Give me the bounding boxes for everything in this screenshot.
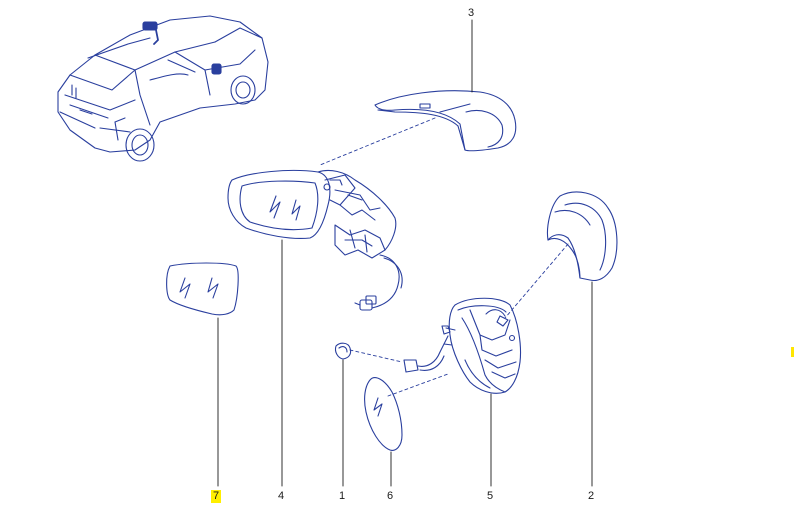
mirror-cover-right — [546, 191, 618, 282]
callout-part-4[interactable]: 4 — [277, 490, 285, 502]
mirror-housing-right — [443, 297, 522, 394]
callout-part-1[interactable]: 1 — [338, 490, 346, 502]
wiring-connector — [403, 325, 451, 373]
connector-plug — [334, 342, 352, 360]
callout-part-7[interactable]: 7 — [211, 490, 221, 503]
callout-part-3[interactable]: 3 — [467, 7, 475, 19]
highlight-marker — [791, 347, 794, 357]
callout-part-5[interactable]: 5 — [486, 490, 494, 502]
leader-lines — [217, 19, 593, 487]
mirror-glass-left — [166, 262, 239, 316]
mirror-assembly-left — [227, 169, 403, 311]
callout-part-2[interactable]: 2 — [587, 490, 595, 502]
vehicle-location-icon — [57, 15, 269, 162]
assembly-paths — [319, 117, 569, 397]
mirror-cover-upper — [374, 90, 517, 152]
callout-part-6[interactable]: 6 — [386, 490, 394, 502]
mirror-glass-right — [364, 377, 403, 451]
